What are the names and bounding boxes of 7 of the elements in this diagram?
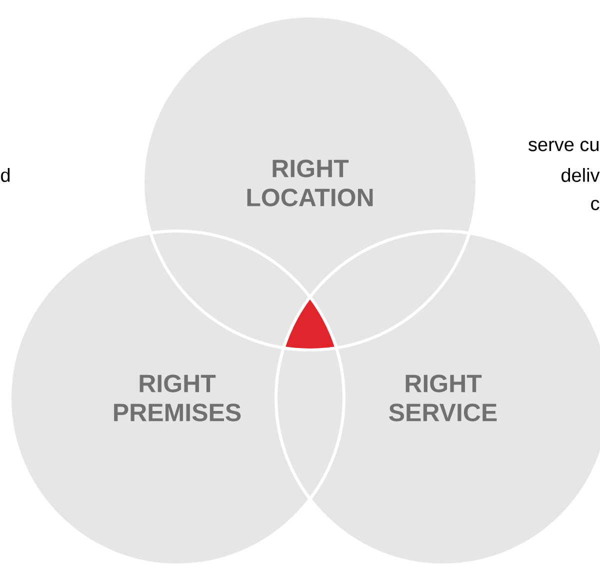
text-fragment: deliv [562,168,600,182]
text-fragment: d [1,168,10,182]
text-fragment: c [591,200,600,210]
node-label: RIGHT SERVICE [389,374,497,422]
node-label: RIGHT LOCATION [247,160,373,206]
text-fragment: serve cu [528,140,598,152]
node-label: RIGHT PREMISES [114,374,241,422]
